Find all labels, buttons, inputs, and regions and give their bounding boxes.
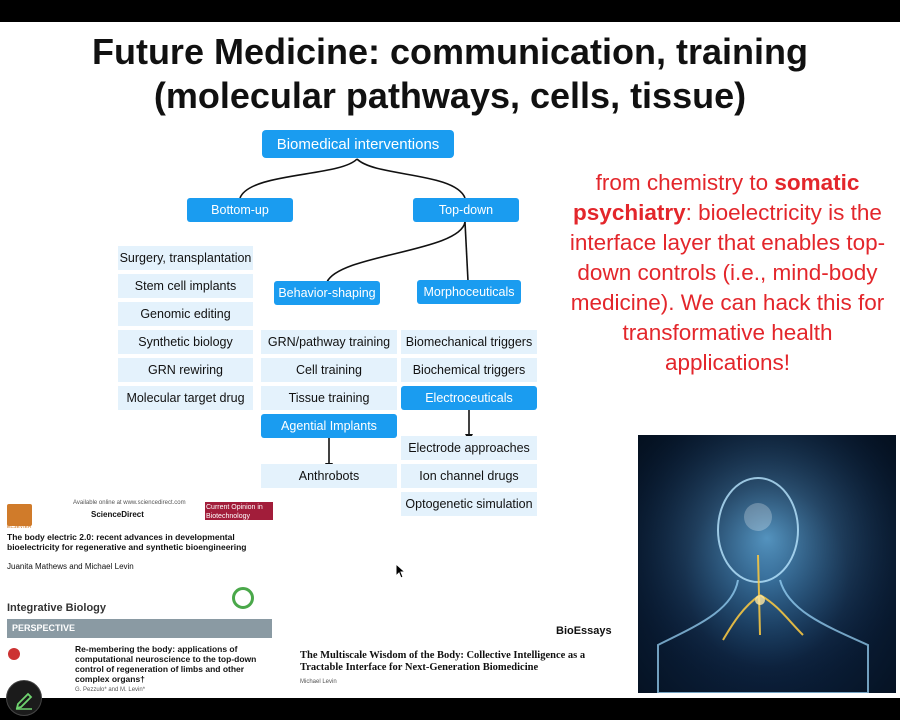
- node-anthrobots: Anthrobots: [261, 464, 397, 488]
- slide-title-line1: Future Medicine: communication, training: [91, 31, 809, 72]
- node-behavior-item: Cell training: [261, 358, 397, 382]
- node-bottom-up-item: GRN rewiring: [118, 358, 253, 382]
- node-behavior-item: Tissue training: [261, 386, 397, 410]
- elsevier-logo: [7, 504, 32, 526]
- sciencedirect-label: ScienceDirect: [91, 510, 144, 519]
- node-bottom-up-item: Synthetic biology: [118, 330, 253, 354]
- pen-icon: [15, 692, 33, 710]
- paper-body-electric: ELSEVIER Available online at www.science…: [7, 500, 275, 580]
- quote-bold-text: somatic psychiatry: [573, 170, 860, 225]
- node-morpho-item: Biochemical triggers: [401, 358, 537, 382]
- paper1-title: The body electric 2.0: recent advances i…: [7, 532, 247, 552]
- crossmark-icon: [8, 648, 20, 660]
- node-bottom-up-item: Surgery, transplantation: [118, 246, 253, 270]
- perspective-bar: PERSPECTIVE: [7, 619, 272, 638]
- slide: Future Medicine: communication, training…: [0, 22, 900, 698]
- node-top-down: Top-down: [413, 198, 519, 222]
- paper2-title: Re-membering the body: applications of c…: [75, 644, 257, 684]
- slide-title-line2: (molecular pathways, cells, tissue): [153, 75, 747, 116]
- quote-text-part2: : bioelectricity is the interface layer …: [569, 200, 886, 375]
- paper2-authors: G. Pezzulo* and M. Levin*: [75, 687, 146, 693]
- integrative-biology-label: Integrative Biology: [7, 602, 107, 614]
- mouse-cursor-icon: [395, 563, 407, 579]
- node-electro-item: Electrode approaches: [401, 436, 537, 460]
- node-bottom-up-item: Stem cell implants: [118, 274, 253, 298]
- bioessays-logo: BioEssays: [556, 625, 612, 637]
- node-behavior-item: GRN/pathway training: [261, 330, 397, 354]
- node-electro-item: Optogenetic simulation: [401, 492, 537, 516]
- glowing-human-figure-image: [638, 435, 896, 693]
- quote-text-part1: from chemistry to: [595, 170, 775, 195]
- node-morpho-item: Biomechanical triggers: [401, 330, 537, 354]
- node-biomedical-interventions: Biomedical interventions: [262, 130, 454, 158]
- node-bottom-up: Bottom-up: [187, 198, 293, 222]
- paper3-authors: Michael Levin: [300, 679, 337, 685]
- node-electro-item: Ion channel drugs: [401, 464, 537, 488]
- paper1-authors: Juanita Mathews and Michael Levin: [7, 562, 134, 571]
- node-bottom-up-item: Genomic editing: [118, 302, 253, 326]
- elsevier-label: ELSEVIER: [7, 524, 32, 530]
- node-behavior-shaping: Behavior-shaping: [274, 281, 380, 305]
- paper3-title: The Multiscale Wisdom of the Body: Colle…: [300, 650, 586, 673]
- node-electroceuticals: Electroceuticals: [401, 386, 537, 410]
- node-morphoceuticals: Morphoceuticals: [417, 280, 521, 304]
- journal-badge: Current Opinion in Biotechnology: [205, 502, 273, 520]
- available-online-text: Available online at www.sciencedirect.co…: [73, 500, 186, 506]
- pen-tool-button[interactable]: [6, 680, 42, 716]
- somatic-psychiatry-quote: from chemistry to somatic psychiatry: bi…: [565, 168, 890, 378]
- node-bottom-up-item: Molecular target drug: [118, 386, 253, 410]
- node-agential-implants: Agential Implants: [261, 414, 397, 438]
- rsc-logo: [232, 587, 272, 613]
